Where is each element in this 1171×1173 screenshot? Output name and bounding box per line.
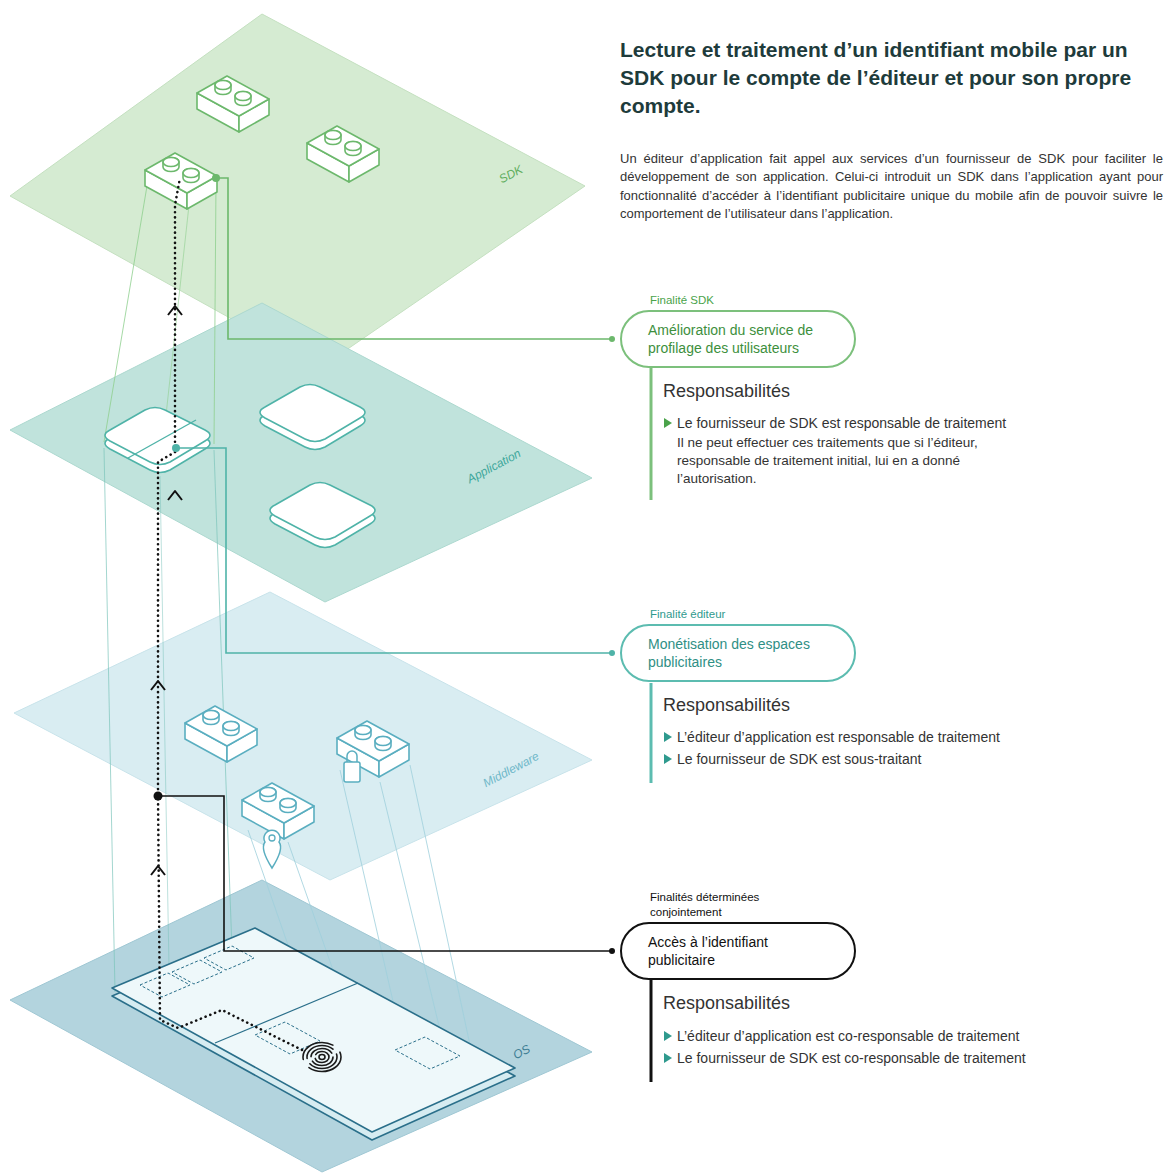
section-bar xyxy=(650,980,653,1082)
leader-dot xyxy=(212,174,220,182)
responsibility-item: L’éditeur d’application est responsable … xyxy=(677,728,1000,747)
app-tile xyxy=(260,385,365,450)
purpose-heading: Finalités déterminées conjointement xyxy=(650,890,800,920)
caption-text: Un éditeur d’application fait appel aux … xyxy=(620,150,1163,224)
leader-dot xyxy=(609,650,615,656)
purpose-heading: Finalité SDK xyxy=(650,293,850,308)
tile-divider xyxy=(128,420,196,458)
purpose-text: Monétisation des espaces publicitaires xyxy=(648,635,828,671)
sdk-brick xyxy=(307,126,379,182)
bullet-marker xyxy=(664,732,672,742)
purpose-box: Finalités déterminées conjointementAccès… xyxy=(620,922,856,980)
leader-dot xyxy=(609,948,615,954)
leader-dot xyxy=(609,336,615,342)
section-bar xyxy=(650,683,653,783)
bullet-marker xyxy=(664,754,672,764)
leader-dot xyxy=(154,792,163,801)
bullet-marker xyxy=(664,418,672,428)
flow-chevrons xyxy=(151,306,182,875)
purpose-box: Finalité SDKAmélioration du service de p… xyxy=(620,310,856,368)
layer-name: Middleware xyxy=(480,748,542,791)
lock-icon-shackle xyxy=(347,751,357,762)
layer-name: SDK xyxy=(496,161,525,187)
layer-name: Application xyxy=(464,445,523,487)
responsibility-item: Le fournisseur de SDK est sous-traitant xyxy=(677,750,921,769)
sdk-brick xyxy=(197,76,269,132)
purpose-heading: Finalité éditeur xyxy=(650,607,850,622)
sdk-layer xyxy=(10,14,585,368)
leader-lines xyxy=(158,178,612,951)
responsibility-item: L’éditeur d’application est co-responsab… xyxy=(677,1027,1019,1046)
lock-icon xyxy=(344,762,360,782)
sdk-brick-selected xyxy=(145,153,217,209)
bullet-marker xyxy=(664,1053,672,1063)
purpose-text: Accès à l’identifiant publicitaire xyxy=(648,933,828,969)
responsibility-item: Le fournisseur de SDK est responsable de… xyxy=(677,414,1006,433)
responsibility-item: Le fournisseur de SDK est co-responsable… xyxy=(677,1049,1026,1068)
bullet-marker xyxy=(664,1031,672,1041)
app-tile xyxy=(270,483,375,548)
application-layer xyxy=(10,303,592,602)
location-icon-dot xyxy=(269,835,275,841)
purpose-text: Amélioration du service de profilage des… xyxy=(648,321,828,357)
section-heading: Responsabilités xyxy=(663,693,790,717)
section-heading: Responsabilités xyxy=(663,379,790,403)
leader-dot xyxy=(172,444,180,452)
os-layer xyxy=(10,880,592,1172)
location-icon xyxy=(263,830,280,868)
middleware-brick xyxy=(185,706,257,762)
note-text: Il ne peut effectuer ces traitements que… xyxy=(677,434,1037,489)
phone xyxy=(112,928,515,1140)
data-flow-path xyxy=(158,178,302,1050)
purpose-box: Finalité éditeurMonétisation des espaces… xyxy=(620,624,856,682)
middleware-brick xyxy=(242,783,314,839)
fingerprint xyxy=(303,1043,341,1072)
title-heading: Lecture et traitement d’un identifiant m… xyxy=(620,36,1163,120)
middleware-layer xyxy=(14,592,592,880)
layer-name: OS xyxy=(510,1041,533,1063)
section-bar xyxy=(650,368,653,500)
section-heading: Responsabilités xyxy=(663,991,790,1015)
